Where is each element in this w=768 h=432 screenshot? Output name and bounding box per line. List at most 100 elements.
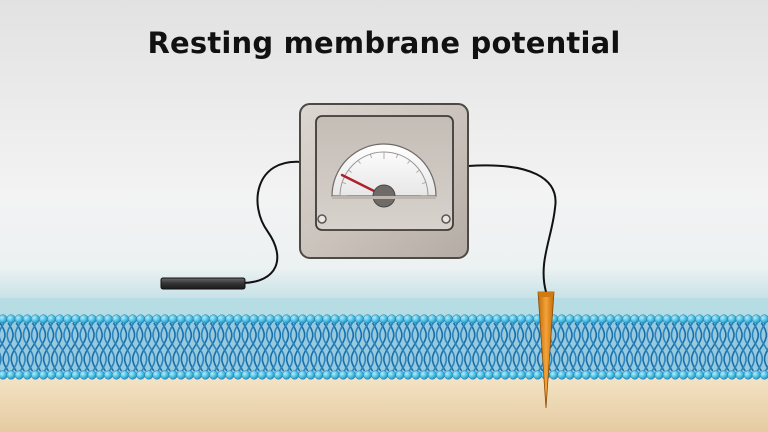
lipid-head <box>176 314 186 324</box>
lipid-head <box>128 370 138 380</box>
lipid-tail <box>650 322 662 372</box>
lipid-head <box>241 370 251 380</box>
lipid-head <box>460 314 470 324</box>
lipid-tail <box>83 322 95 372</box>
lipid-head <box>136 370 146 380</box>
lipid-tail <box>176 322 188 372</box>
lipid-head <box>735 314 745 324</box>
lipid-head <box>209 370 219 380</box>
lipid-head <box>484 370 494 380</box>
electrode-wire <box>467 164 557 293</box>
lipid-head <box>654 314 664 324</box>
lipid-tail <box>144 322 156 372</box>
lipid-head <box>411 370 421 380</box>
lipid-tail <box>512 322 525 372</box>
lipid-head <box>103 314 113 324</box>
lipid-head <box>160 370 170 380</box>
lipid-head <box>403 314 413 324</box>
lipid-head <box>395 314 405 324</box>
cytoplasm <box>0 376 768 432</box>
lipid-tail <box>172 322 184 372</box>
lipid-tail <box>277 322 290 372</box>
lipid-head <box>435 314 445 324</box>
scale-tick <box>370 154 372 159</box>
lipid-heads-outer <box>0 314 768 324</box>
lipid-tail <box>47 322 59 372</box>
lipid-head <box>460 370 470 380</box>
lipid-head <box>55 370 65 380</box>
lipid-head <box>314 314 324 324</box>
scale-tick <box>357 160 361 164</box>
lipid-head <box>281 370 292 380</box>
voltmeter-screw-left <box>317 214 327 224</box>
lipid-tail <box>148 322 160 372</box>
lipid-tail <box>67 322 79 372</box>
lipid-head <box>435 370 445 380</box>
lipid-head <box>152 370 162 380</box>
lipid-head <box>371 314 381 324</box>
lipid-tail <box>188 322 201 372</box>
scale-tick <box>396 154 398 159</box>
lipid-tail <box>306 322 318 372</box>
lipid-head <box>622 314 632 324</box>
lipid-head <box>371 370 381 380</box>
lipid-head <box>565 314 575 324</box>
lipid-head <box>184 370 194 380</box>
lipid-tail <box>695 322 707 372</box>
lipid-head <box>703 370 713 380</box>
lipid-tail <box>666 322 678 372</box>
lipid-head <box>751 314 761 324</box>
lipid-head <box>533 370 543 380</box>
lipid-head <box>670 370 680 380</box>
scale-tick <box>342 182 347 184</box>
lipid-head <box>257 370 267 380</box>
lipid-tail <box>411 322 423 372</box>
lipid-head <box>524 314 535 324</box>
lipid-head <box>452 370 462 380</box>
lipid-tail <box>585 322 597 372</box>
microelectrode-icon <box>537 291 555 409</box>
lipid-head <box>686 370 697 380</box>
lipid-head <box>695 370 705 380</box>
lipid-tail <box>658 322 670 372</box>
lipid-head <box>759 370 768 380</box>
lipid-head <box>176 370 186 380</box>
lipid-head <box>727 370 737 380</box>
lipid-head <box>759 314 768 324</box>
lipid-head <box>500 370 510 380</box>
lipid-tail <box>589 322 601 372</box>
lipid-tail <box>682 322 695 372</box>
reference-wire <box>242 160 303 284</box>
lipid-head <box>55 314 65 324</box>
lipid-head <box>670 314 680 324</box>
lipid-head <box>14 314 24 324</box>
lipid-head <box>411 314 421 324</box>
lipid-tail <box>107 322 120 372</box>
lipid-head <box>38 370 49 380</box>
lipid-tail <box>565 322 577 372</box>
lipid-tail <box>55 322 67 372</box>
lipid-tail <box>115 322 128 372</box>
scale-tick <box>407 160 411 164</box>
lipid-tail <box>435 322 448 372</box>
lipid-tail <box>91 322 103 372</box>
lipid-tail <box>281 322 294 372</box>
lipid-tail <box>605 322 618 372</box>
lipid-tail <box>350 322 363 372</box>
extracellular-fluid <box>0 298 768 318</box>
lipid-tail <box>456 322 468 372</box>
lipid-head <box>387 370 397 380</box>
lipid-head <box>168 314 178 324</box>
lipid-head <box>225 370 235 380</box>
lipid-head <box>719 370 729 380</box>
lipid-tail <box>581 322 593 372</box>
lipid-head <box>614 314 624 324</box>
scale-tick <box>348 169 352 173</box>
lipid-tail <box>674 322 687 372</box>
lipid-tail <box>419 322 431 372</box>
lipid-head <box>144 370 154 380</box>
lipid-tail <box>711 322 723 372</box>
lipid-tail <box>38 322 51 372</box>
lipid-tail <box>528 322 541 372</box>
